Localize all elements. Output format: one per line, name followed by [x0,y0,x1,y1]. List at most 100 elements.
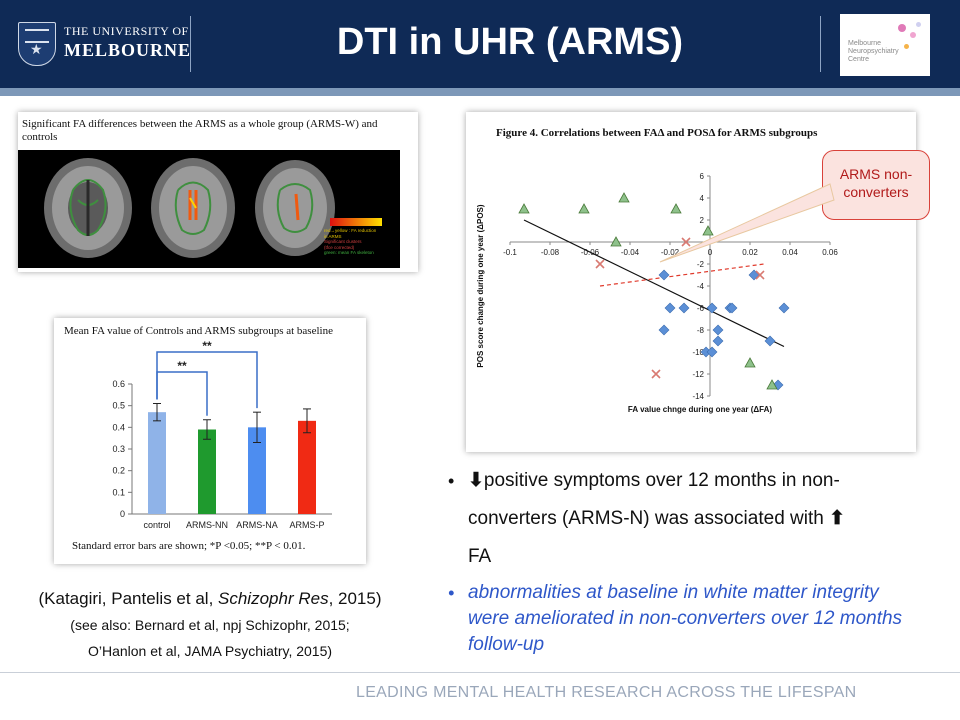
brain-slice-3 [255,160,335,256]
bullet-dot-icon: • [448,471,455,491]
bullet-list: • ⬇positive symptoms over 12 months in n… [444,462,914,658]
scatter-y-tick-label: 4 [700,194,705,203]
bar-chart-y-tick-label: 0.5 [112,401,125,411]
references: (Katagiri, Pantelis et al, Schizophr Res… [20,586,400,664]
bar-chart-panel: Mean FA value of Controls and ARMS subgr… [54,318,366,564]
logo-dot-icon [898,24,906,32]
header-divider-right [820,16,821,72]
bar-chart-svg: Mean FA value of Controls and ARMS subgr… [64,325,333,530]
bar-chart-y-tick-label: 0.1 [112,487,125,497]
data-point-triangle [578,203,590,214]
scatter-x-tick-label: -0.08 [541,248,560,257]
reference-1-journal: Schizophr Res [218,589,329,608]
scatter-y-tick-label: -14 [692,392,704,401]
data-point-triangle [518,203,530,214]
bar-chart-title: Mean FA value of Controls and ARMS subgr… [64,325,333,337]
bar-arms-na [248,427,266,514]
data-point-diamond [664,302,676,314]
data-point-diamond [706,302,718,314]
reference-3: O’Hanlon et al, JAMA Psychiatry, 2015) [87,643,333,659]
data-point-diamond [658,269,670,281]
data-point-diamond [712,324,724,336]
data-point-x [651,369,661,379]
bullet-text: abnormalities at baseline in white matte… [468,582,903,655]
data-point-x [681,237,691,247]
data-point-diamond [712,335,724,347]
data-point-x [755,270,765,280]
bar-chart-y-tick-label: 0.3 [112,444,125,454]
scatter-x-tick-label: 0.04 [782,248,798,257]
slide-header: THE UNIVERSITY OF MELBOURNE DTI in UHR (… [0,0,960,88]
scatter-y-tick-label: -8 [697,326,705,335]
data-point-diamond [678,302,690,314]
regression-line-solid [523,219,785,348]
significance-bracket [156,351,258,409]
scatter-y-axis-label: POS score change during one year (ΔPOS) [476,204,485,367]
header-stripe [0,88,960,96]
brain-legend-line: (tfce corrected) [324,244,355,250]
bar-chart-category-label: ARMS-NA [236,520,278,530]
university-crest-icon [18,22,56,66]
scatter-plot-svg: Figure 4. Correlations between FAΔ and P… [476,127,838,414]
brain-figure-panel: Significant FA differences between the A… [18,112,418,272]
data-point-triangle [618,192,630,203]
data-point-triangle [766,379,778,390]
scatter-y-tick-label: -12 [692,370,704,379]
bar-chart-footnote: Standard error bars are shown; *P <0.05;… [72,540,306,552]
reference-1-year: , 2015) [328,589,382,608]
data-point-diamond [706,346,718,358]
brain-images: red→yellow : FA reduction in ARMS Signif… [18,150,400,268]
bar-chart-y-tick-label: 0.2 [112,466,125,476]
scatter-y-tick-label: -2 [697,260,705,269]
brain-slice-2 [151,158,235,258]
header-divider-left [190,16,191,72]
university-name-line2: MELBOURNE [64,40,192,60]
scatter-y-tick-label: 6 [700,172,705,181]
arrow-down-icon: ⬇ [468,470,484,491]
scatter-x-axis-label: FA value chnge during one year (ΔFA) [628,405,772,414]
logo-dot-icon [904,44,909,49]
scatter-x-tick-label: 0.02 [742,248,758,257]
scatter-x-tick-label: -0.1 [503,248,517,257]
reference-2: (see also: Bernard et al, npj Schizophr,… [70,617,350,633]
logo-dot-icon [916,22,921,27]
scatter-y-tick-label: -10 [692,348,704,357]
university-name-line1: THE UNIVERSITY OF [64,24,189,38]
data-point-diamond [778,302,790,314]
reference-1: (Katagiri, Pantelis et al, Schizophr Res… [20,586,400,612]
university-logo: THE UNIVERSITY OF MELBOURNE [18,20,198,68]
scatter-x-tick-label: -0.04 [621,248,640,257]
scatter-x-tick-label: -0.02 [661,248,680,257]
bar-chart-category-label: control [143,520,170,530]
significance-label: ** [202,339,212,353]
bar-chart-y-tick-label: 0 [120,509,125,519]
data-point-triangle [702,225,714,236]
bar-control [148,412,166,514]
data-point-diamond [658,324,670,336]
bar-arms-nn [198,429,216,514]
brain-legend-line: Significant clusters [324,239,362,244]
significance-label: ** [177,359,187,373]
bar-chart-category-label: ARMS-NN [186,520,228,530]
scatter-y-tick-label: -4 [697,282,705,291]
bar-chart-y-tick-label: 0.6 [112,379,125,389]
bullet-text: positive symptoms over 12 months in non-… [468,470,840,529]
arrow-up-icon: ⬆ [829,508,846,529]
brain-legend-line: red→yellow : FA reduction [324,228,377,233]
callout-arms-non-converters: ARMS non-converters [822,150,930,220]
data-point-triangle [670,203,682,214]
brain-legend-line: green: mean FA skeleton [324,250,374,255]
bullet-item-1: • ⬇positive symptoms over 12 months in n… [444,462,914,576]
data-point-x [595,259,605,269]
bullet-item-2: • abnormalities at baseline in white mat… [444,580,914,658]
brain-legend: red→yellow : FA reduction in ARMS Signif… [324,228,398,256]
brain-legend-line: in ARMS [324,233,342,239]
bullet-dot-icon: • [448,583,455,603]
footer-divider [0,672,960,673]
reference-1-authors: (Katagiri, Pantelis et al, [38,589,219,608]
scatter-title: Figure 4. Correlations between FAΔ and P… [496,127,818,139]
scatter-x-tick-label: 0.06 [822,248,838,257]
brain-scan-svg [44,158,382,258]
data-point-triangle [610,236,622,247]
mnc-logo-text: Melbourne Neuropsychiatry Centre [848,40,899,63]
